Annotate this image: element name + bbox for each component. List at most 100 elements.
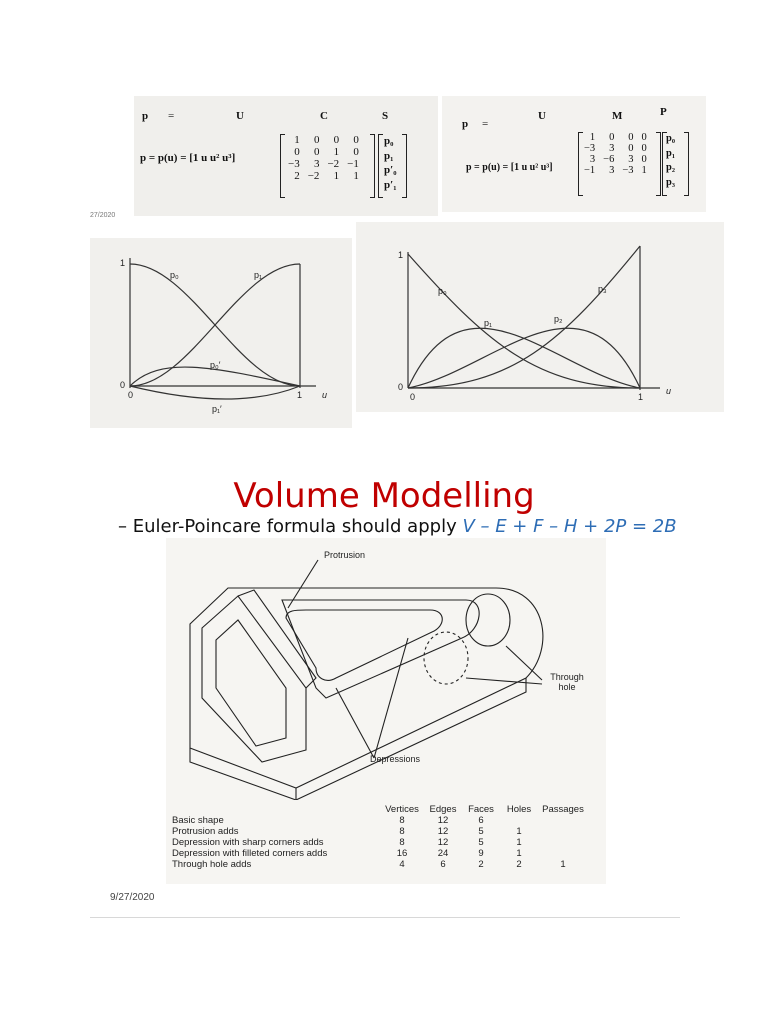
- table-cell: 9: [478, 848, 484, 859]
- table-cell: 8: [399, 815, 405, 826]
- table-cell: 1: [516, 826, 522, 837]
- matrix-cell: −3: [584, 143, 596, 154]
- header-c: C: [320, 110, 328, 122]
- vector-entry: p₁: [666, 147, 675, 159]
- control-vector: p₀ p₁ p′₀ p′₁: [384, 134, 397, 192]
- matrix-cell: 1: [353, 170, 359, 182]
- header-equals: =: [482, 118, 489, 130]
- curve-label-p0-prime: p₀′: [210, 360, 221, 370]
- bezier-basis-graph: 1 0 0 1 u p₀ p₁ p₂ p₃: [356, 222, 724, 412]
- matrix-cell: 2: [294, 170, 300, 182]
- header-p: p: [142, 110, 149, 122]
- y-origin-label: 0: [120, 380, 126, 390]
- matrix-cell: 0: [628, 143, 634, 154]
- x-axis-label: u: [666, 386, 672, 396]
- depression-sharp: [281, 599, 480, 699]
- vector-entry: p₂: [666, 162, 675, 173]
- table-cell: [538, 815, 588, 826]
- slide-title: Volume Modelling: [233, 476, 535, 516]
- curve-p0-prime: [129, 366, 301, 387]
- matrix-cell: 3: [628, 154, 634, 165]
- matrix-cell: 3: [609, 143, 615, 154]
- column-header: Faces: [468, 804, 494, 815]
- matrix-cell: −2: [327, 158, 340, 170]
- matrix-cell: −2: [307, 170, 320, 182]
- matrix-cell: 0: [333, 134, 340, 146]
- matrix-cell: 1: [294, 134, 300, 146]
- y-top-label: 1: [398, 250, 404, 260]
- header-equals: =: [168, 110, 175, 122]
- table-row: Through hole adds 4 6 2 2 1: [172, 859, 588, 870]
- control-vector: p₀ p₁ p₂ p₃: [666, 132, 675, 190]
- table-cell: 6: [440, 859, 446, 870]
- vector-bracket-left: [662, 132, 667, 196]
- table-cell: 1: [516, 837, 522, 848]
- through-hole-bottom: [423, 631, 469, 685]
- table-row: Protrusion adds 8 12 5 1: [172, 826, 588, 837]
- row-label: Depression with sharp corners adds: [172, 837, 324, 848]
- column-header: Holes: [506, 804, 532, 815]
- matrix-cell: 1: [589, 132, 596, 143]
- curve-p1-prime: [129, 385, 301, 400]
- curve-label-p1: p₁: [254, 270, 263, 280]
- y-top-label: 1: [120, 258, 126, 268]
- matrix-bracket-left: [578, 132, 583, 196]
- table-cell: 6: [478, 815, 484, 826]
- curve-p2: [407, 327, 641, 389]
- x-origin-label: 0: [128, 390, 134, 400]
- x-origin-label: 0: [410, 392, 416, 402]
- euler-poincare-formula: V – E + F – H + 2P = 2B: [462, 516, 677, 537]
- table-cell: [538, 848, 588, 859]
- table-cell: 8: [399, 826, 405, 837]
- through-hole-top: [465, 593, 511, 647]
- table-cell: 12: [437, 826, 449, 837]
- header-u: U: [538, 110, 546, 122]
- curve-p0: [407, 253, 641, 389]
- table-cell: 12: [437, 837, 449, 848]
- matrix-cell: 1: [641, 165, 647, 176]
- through-hole-label: Through hole: [550, 672, 584, 692]
- part-drawing: [189, 559, 544, 801]
- euler-table: Vertices Edges Faces Holes Passages Basi…: [172, 804, 588, 870]
- bullet-text: Euler-Poincare formula should apply: [132, 516, 457, 537]
- header-u: U: [236, 110, 244, 122]
- curve-label-p3: p₃: [598, 284, 607, 294]
- footer-date: 9/27/2020: [110, 892, 155, 903]
- matrix-cell: 3: [609, 165, 615, 176]
- header-s: S: [382, 110, 389, 122]
- depression-leader-2: [373, 637, 409, 759]
- matrix-cell: 1: [333, 170, 340, 182]
- protrusion-label: Protrusion: [324, 550, 366, 560]
- table-cell: 5: [478, 837, 484, 848]
- table-cell: [500, 815, 538, 826]
- matrix-cell: −6: [603, 154, 615, 165]
- vector-entry: p′₀: [384, 164, 397, 176]
- bezier-curves: [407, 245, 660, 390]
- curve-p3: [407, 245, 641, 389]
- y-origin-label: 0: [398, 382, 404, 392]
- x-end-label: 1: [638, 392, 644, 402]
- row-label: Depression with filleted corners adds: [172, 848, 328, 859]
- matrix-cell: 3: [589, 154, 596, 165]
- matrix-cell: 0: [313, 146, 320, 158]
- table-cell: 24: [437, 848, 449, 859]
- x-axis-label: u: [322, 390, 328, 400]
- curve-p1: [129, 263, 301, 387]
- depression-leader-1: [335, 687, 375, 759]
- depression-filleted: [285, 609, 443, 681]
- column-header: Passages: [542, 804, 584, 815]
- curve-label-p2: p₂: [554, 314, 563, 324]
- vector-entry: p₀: [666, 133, 675, 144]
- volume-model-figure: Protrusion Through hole Depressions Vert…: [166, 538, 606, 884]
- protrusion-top: [237, 589, 317, 689]
- through-hole-leader-2: [465, 677, 543, 685]
- curve-label-p0: p₀: [438, 286, 447, 296]
- column-header: Edges: [429, 804, 457, 815]
- vector-entry: p′₁: [384, 178, 397, 191]
- matrix-cell: −1: [584, 165, 596, 176]
- x-end-label: 1: [297, 390, 303, 400]
- table-row: Basic shape 8 12 6: [172, 815, 588, 826]
- vector-entry: p₁: [384, 149, 394, 162]
